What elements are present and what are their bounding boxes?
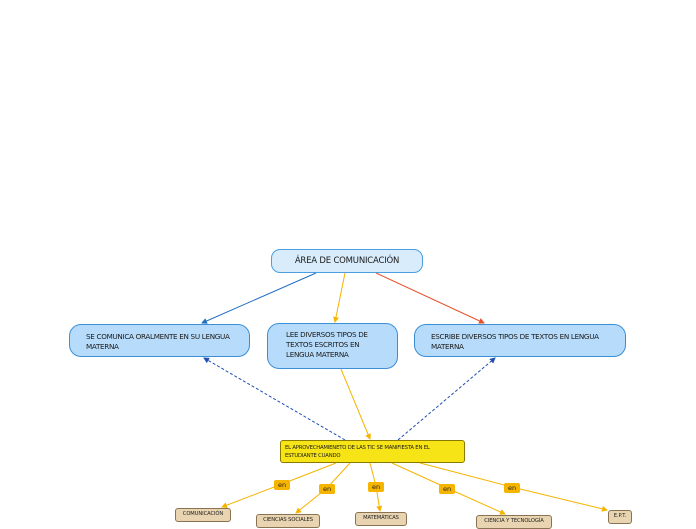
link-label-ciencia: en — [439, 484, 456, 494]
leaf-node-ept[interactable]: E.P.T. — [608, 510, 632, 524]
connector-root-lee — [333, 272, 346, 323]
branch-node-comunica-oralmente[interactable]: SE COMUNICA ORALMENTE EN SU LENGUA MATER… — [69, 324, 250, 357]
link-label-matematicas: en — [368, 482, 385, 492]
leaf-node-ciencias-sociales[interactable]: CIENCIAS SOCIALES — [256, 514, 320, 528]
branch-node-escribe-textos[interactable]: ESCRIBE DIVERSOS TIPOS DE TEXTOS EN LENG… — [414, 324, 626, 357]
connector-lee-tic — [340, 368, 371, 440]
root-node-area-comunicacion[interactable]: ÁREA DE COMUNICACIÓN — [271, 249, 423, 273]
link-label-comunicacion: en — [274, 480, 291, 490]
tic-node[interactable]: EL APROVECHAMIENETO DE LAS TIC SE MANIFI… — [280, 440, 465, 463]
dashed-connector-tic-escribe — [397, 357, 496, 441]
leaf-node-ciencia-tecnologia[interactable]: CIENCIA Y TECNOLOGÍA — [476, 515, 552, 529]
branch-node-lee-textos[interactable]: LEE DIVERSOS TIPOS DE TEXTOS ESCRITOS EN… — [267, 323, 398, 369]
connector-root-escribe — [375, 272, 485, 324]
link-label-ept: en — [504, 483, 521, 493]
link-label-sociales: en — [319, 484, 336, 494]
leaf-node-matematicas[interactable]: MATEMÁTICAS — [355, 512, 407, 526]
connector-root-oral — [201, 272, 317, 324]
dashed-connector-tic-oral — [203, 357, 346, 441]
